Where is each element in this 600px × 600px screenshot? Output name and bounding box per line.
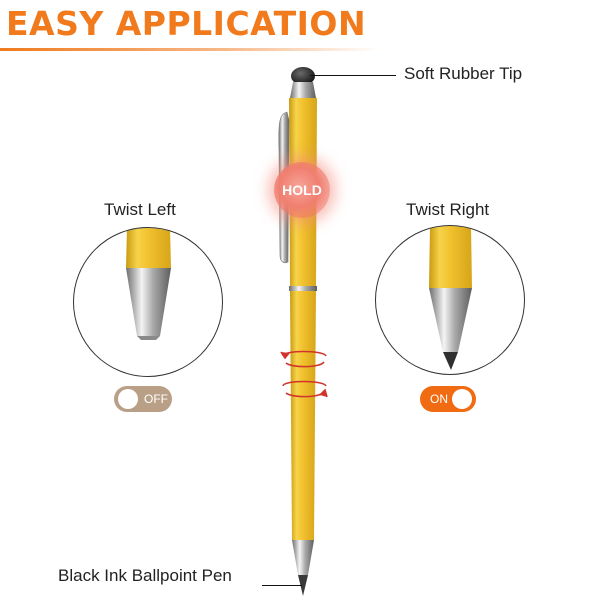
pen-barrel-lower (290, 291, 316, 540)
ballpoint-tip (298, 575, 308, 596)
center-band (289, 286, 317, 291)
on-toggle-label: ON (430, 392, 448, 406)
toggle-knob (452, 389, 472, 409)
off-toggle-label: OFF (144, 392, 168, 406)
rubber-tip (291, 67, 315, 85)
soft-rubber-tip-label: Soft Rubber Tip (404, 64, 523, 83)
tip-collar (290, 82, 316, 98)
off-toggle[interactable]: OFF (114, 386, 172, 412)
hold-label: HOLD (282, 182, 322, 198)
twist-right-heading: Twist Right (406, 200, 490, 219)
rotate-left-arrow-icon (280, 350, 327, 368)
page-title: EASY APPLICATION (6, 4, 367, 43)
on-toggle[interactable]: ON (420, 386, 476, 412)
twist-right-circle (375, 225, 525, 375)
bottom-callout-leader (262, 585, 302, 586)
lower-cone (292, 540, 314, 575)
ballpoint-pen-label: Black Ink Ballpoint Pen (58, 566, 232, 585)
rotate-right-arrow-icon (282, 380, 328, 398)
hold-indicator: HOLD (274, 162, 330, 218)
top-callout-leader (310, 75, 396, 76)
twist-left-circle (73, 227, 223, 377)
toggle-knob (118, 389, 138, 409)
title-underline (0, 48, 380, 51)
twist-left-heading: Twist Left (104, 200, 176, 219)
